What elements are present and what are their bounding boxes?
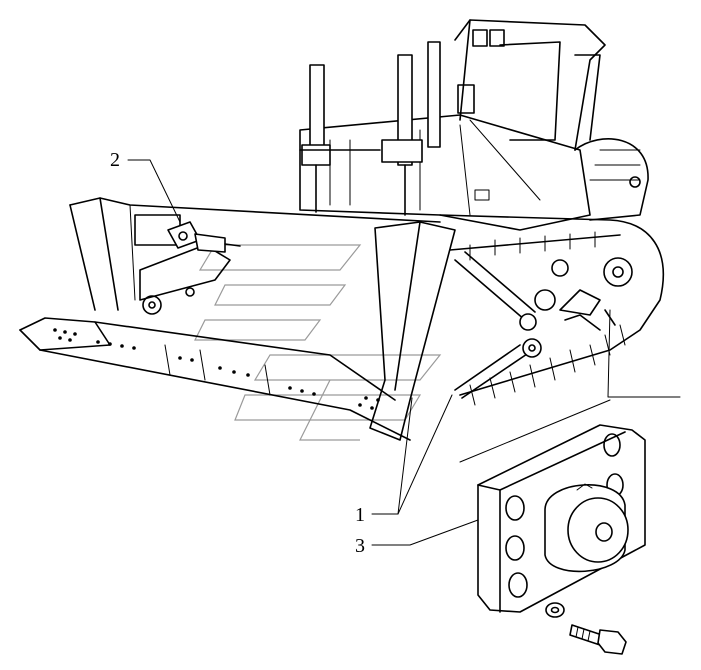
- watermark-logo: [194, 244, 442, 441]
- lift-cylinders: [299, 41, 441, 216]
- washer: [545, 602, 565, 618]
- mounting-plate-detail: [477, 424, 646, 613]
- engine-hood: [299, 114, 591, 231]
- dozer-blade: [19, 197, 456, 441]
- hardware: [545, 602, 627, 655]
- bolt: [569, 624, 627, 655]
- track-assembly: [439, 214, 665, 406]
- leader-lines: [127, 159, 681, 546]
- diagonal-brace: [454, 251, 616, 399]
- cab: [454, 19, 649, 221]
- callout-2: 2: [110, 149, 120, 171]
- callout-3: 3: [355, 535, 365, 557]
- tilt-cylinder: [167, 221, 241, 253]
- callout-1: 1: [355, 504, 365, 526]
